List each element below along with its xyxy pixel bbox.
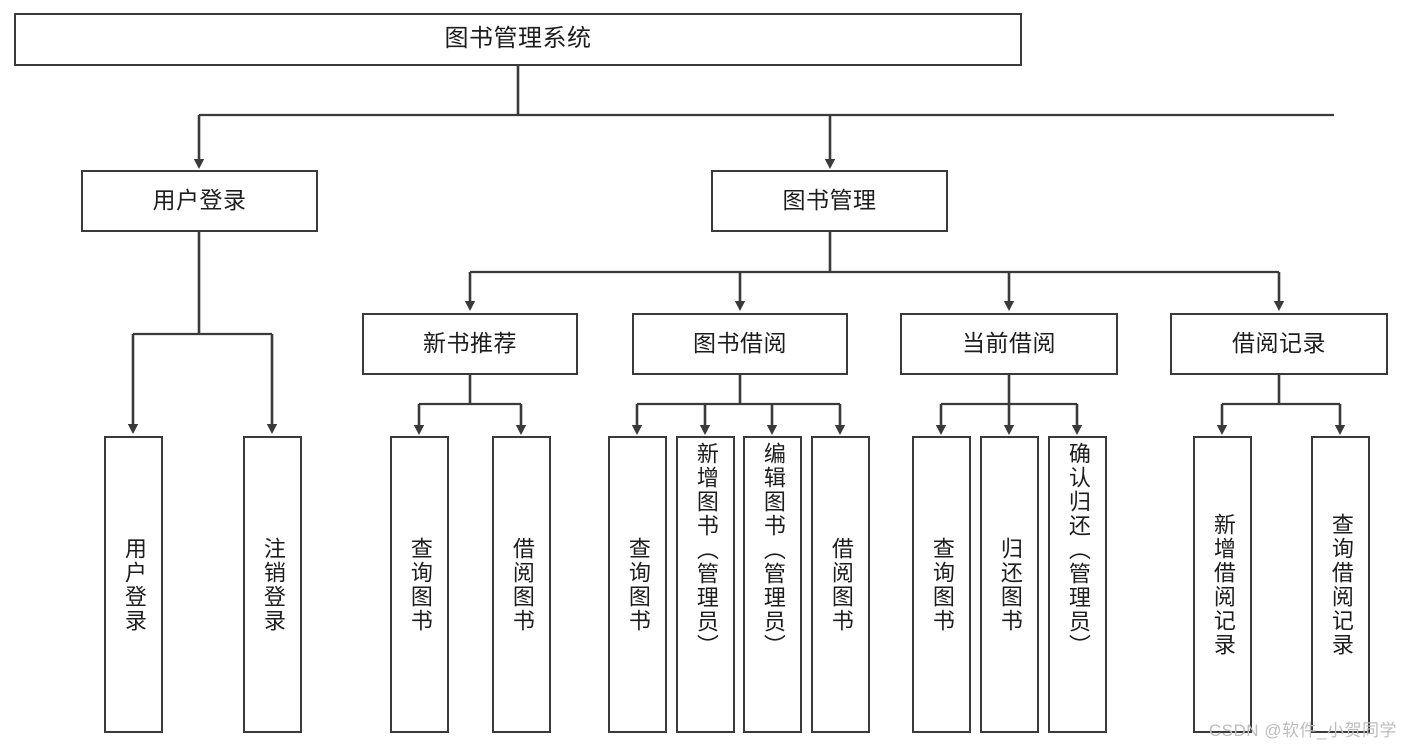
node-leaf-logout-login-label: 注销登录 — [260, 536, 286, 633]
node-leaf-return-book[interactable]: 归还图书 — [980, 436, 1039, 733]
node-leaf-return-book-label: 归还图书 — [997, 536, 1023, 633]
node-leaf-query-book-1-label: 查询图书 — [407, 536, 433, 633]
watermark: CSDN @软件_小贺同学 — [1208, 721, 1397, 740]
node-root-label: 图书管理系统 — [444, 25, 592, 53]
node-leaf-logout-login[interactable]: 注销登录 — [243, 436, 302, 733]
node-leaf-query-record[interactable]: 查询借阅记录 — [1311, 436, 1370, 733]
node-leaf-confirm-return[interactable]: 确认归还（管理员） — [1048, 436, 1107, 733]
node-leaf-confirm-return-label: 确认归还（管理员） — [1065, 442, 1091, 658]
node-current-borrow[interactable]: 当前借阅 — [900, 313, 1118, 375]
node-new-book-recommend-label: 新书推荐 — [423, 330, 517, 357]
node-leaf-query-book-2-label: 查询图书 — [625, 536, 651, 633]
node-root[interactable]: 图书管理系统 — [14, 13, 1022, 66]
node-user-login-label: 用户登录 — [152, 187, 247, 214]
node-borrow-record[interactable]: 借阅记录 — [1170, 313, 1388, 375]
node-leaf-borrow-book-2[interactable]: 借阅图书 — [811, 436, 870, 733]
node-leaf-edit-book[interactable]: 编辑图书（管理员） — [743, 436, 802, 733]
node-borrow-record-label: 借阅记录 — [1232, 330, 1326, 357]
node-leaf-borrow-book-1[interactable]: 借阅图书 — [492, 436, 551, 733]
node-leaf-borrow-book-2-label: 借阅图书 — [828, 536, 854, 633]
node-leaf-query-book-3-label: 查询图书 — [929, 536, 955, 633]
node-user-login[interactable]: 用户登录 — [81, 170, 318, 232]
node-leaf-add-book[interactable]: 新增图书（管理员） — [676, 436, 735, 733]
node-book-borrow[interactable]: 图书借阅 — [632, 313, 848, 375]
node-leaf-query-book-1[interactable]: 查询图书 — [390, 436, 449, 733]
node-leaf-add-record[interactable]: 新增借阅记录 — [1193, 436, 1252, 733]
node-new-book-recommend[interactable]: 新书推荐 — [362, 313, 578, 375]
node-current-borrow-label: 当前借阅 — [962, 330, 1056, 357]
node-leaf-query-record-label: 查询借阅记录 — [1328, 512, 1354, 657]
node-leaf-user-login[interactable]: 用户登录 — [104, 436, 163, 733]
node-book-manage-label: 图书管理 — [782, 187, 877, 214]
node-leaf-edit-book-label: 编辑图书（管理员） — [760, 442, 786, 658]
node-leaf-add-record-label: 新增借阅记录 — [1210, 512, 1236, 657]
node-book-borrow-label: 图书借阅 — [693, 330, 787, 357]
node-leaf-borrow-book-1-label: 借阅图书 — [509, 536, 535, 633]
node-book-manage[interactable]: 图书管理 — [711, 170, 948, 232]
node-leaf-query-book-2[interactable]: 查询图书 — [608, 436, 667, 733]
node-leaf-query-book-3[interactable]: 查询图书 — [912, 436, 971, 733]
node-leaf-add-book-label: 新增图书（管理员） — [693, 442, 719, 658]
node-leaf-user-login-label: 用户登录 — [121, 536, 147, 633]
